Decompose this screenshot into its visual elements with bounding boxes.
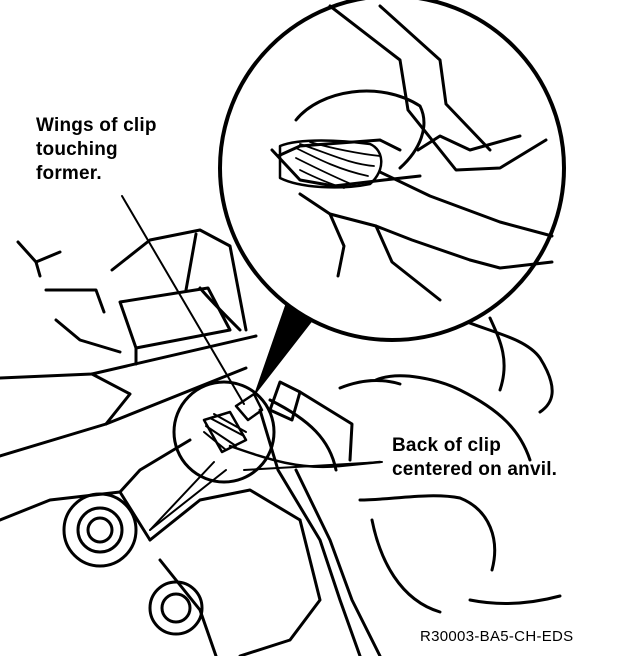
wings-callout-line-1: Wings of clip [36,115,157,136]
wings-callout: Wings of clip touching former. [36,114,157,186]
figure-code: R30003-BA5-CH-EDS [420,628,574,645]
pivot-bolts [62,492,204,636]
wings-callout-line-2: touching [36,139,118,160]
work-area [149,380,382,531]
tool-body-drawing [0,286,382,656]
leader-line-wings [121,195,245,405]
back-callout-line-2: centered on anvil. [392,459,558,480]
back-callout: Back of clip centered on anvil. [392,434,557,482]
hand-drawing [16,228,562,614]
back-callout-line-1: Back of clip [392,435,502,456]
leader-lines [121,195,383,471]
wings-callout-line-3: former. [36,163,102,184]
leader-line-back [243,461,383,471]
magnified-inset [218,0,566,342]
